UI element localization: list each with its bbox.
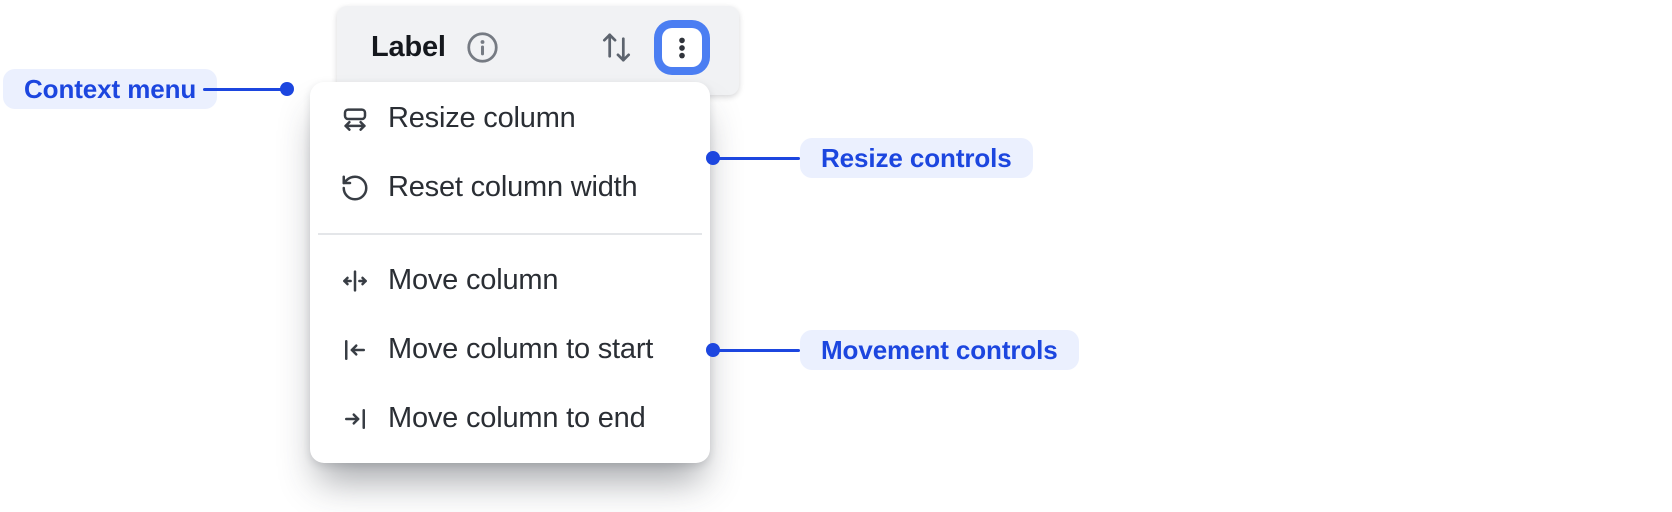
column-header-label: Label [371,31,446,63]
resize-column-icon [340,104,370,134]
annotation-movement-controls: Movement controls [800,330,1079,370]
move-column-icon [340,266,370,296]
sort-arrows-icon[interactable] [599,28,634,67]
column-context-menu: Resize column Reset column width [310,82,710,463]
menu-divider [318,233,702,235]
info-icon[interactable] [466,31,499,64]
annotation-context-menu: Context menu [3,69,218,109]
move-column-to-end-icon [340,404,370,434]
annotation-resize-controls: Resize controls [800,138,1033,178]
callout-line-movement-controls [713,348,800,352]
callout-dot-resize-controls [706,151,720,165]
menu-item-label: Resize column [388,102,576,134]
callout-dot-movement-controls [706,343,720,357]
callout-line-context-menu [203,87,287,91]
kebab-menu-icon [669,35,695,61]
move-column-to-start-icon [340,335,370,365]
menu-item-move-column-to-start[interactable]: Move column to start [310,315,710,384]
column-menu-button[interactable] [662,28,702,67]
menu-item-resize-column[interactable]: Resize column [310,84,710,153]
menu-item-move-column[interactable]: Move column [310,246,710,315]
reset-column-width-icon [340,173,370,203]
column-header: Label [337,6,739,95]
menu-item-move-column-to-end[interactable]: Move column to end [310,384,710,453]
menu-item-label: Move column [388,264,559,296]
callout-dot-context-menu [280,82,294,96]
menu-item-reset-column-width[interactable]: Reset column width [310,153,710,222]
menu-item-label: Move column to start [388,333,654,365]
callout-line-resize-controls [713,156,800,160]
menu-item-label: Move column to end [388,402,646,434]
menu-item-label: Reset column width [388,171,638,203]
